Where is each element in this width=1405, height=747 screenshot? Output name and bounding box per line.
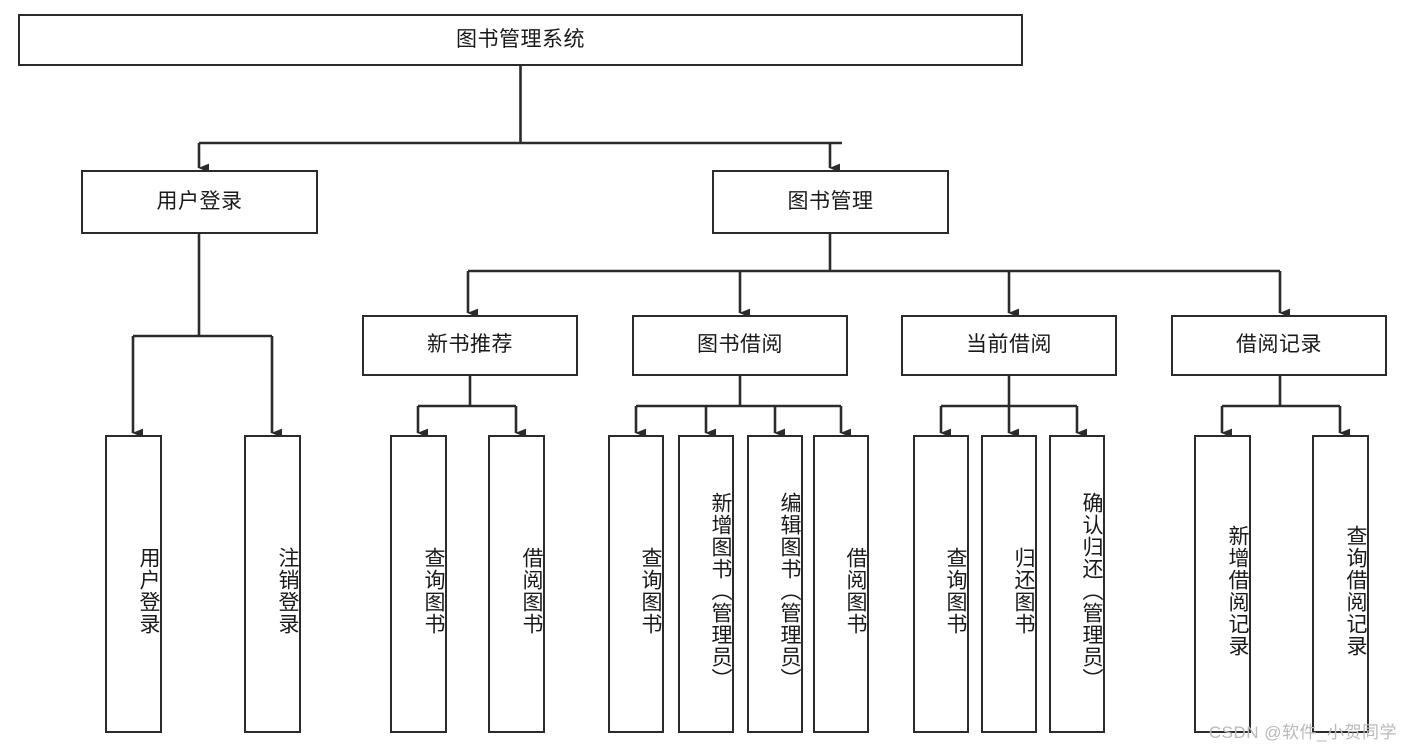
node-book-borrow-label: 图书借阅 (697, 333, 783, 357)
node-leaf-logout-login[interactable]: 注销登录 (244, 435, 301, 733)
node-leaf-borrow-book[interactable]: 借阅图书 (813, 435, 869, 733)
node-leaf-confirm-return-label: 确认归还（管理员） (1080, 492, 1103, 690)
node-leaf-logout-login-label: 注销登录 (276, 547, 299, 635)
node-leaf-query-record[interactable]: 查询借阅记录 (1312, 435, 1369, 733)
node-book-manage-label: 图书管理 (787, 189, 874, 213)
node-book-borrow[interactable]: 图书借阅 (632, 315, 848, 376)
node-leaf-query-book-current-label: 查询图书 (944, 547, 967, 635)
node-leaf-return-book[interactable]: 归还图书 (981, 435, 1037, 733)
node-leaf-borrow-book-rec-label: 借阅图书 (520, 547, 543, 635)
node-leaf-add-record-label: 新增借阅记录 (1226, 525, 1249, 657)
node-leaf-query-book-current[interactable]: 查询图书 (913, 435, 969, 733)
node-borrow-record[interactable]: 借阅记录 (1171, 315, 1387, 376)
node-leaf-edit-book[interactable]: 编辑图书（管理员） (747, 435, 803, 733)
node-leaf-query-record-label: 查询借阅记录 (1344, 525, 1367, 657)
node-leaf-query-book-rec[interactable]: 查询图书 (390, 435, 447, 733)
node-current-borrow[interactable]: 当前借阅 (901, 315, 1117, 376)
node-user-login-label: 用户登录 (156, 189, 243, 213)
node-borrow-record-label: 借阅记录 (1236, 333, 1322, 357)
node-leaf-user-login-label: 用户登录 (137, 547, 160, 635)
node-leaf-return-book-label: 归还图书 (1012, 547, 1035, 635)
node-leaf-borrow-book-label: 借阅图书 (844, 547, 867, 635)
node-leaf-borrow-book-rec[interactable]: 借阅图书 (488, 435, 545, 733)
node-leaf-query-book-borrow-label: 查询图书 (639, 547, 662, 635)
node-leaf-query-book-borrow[interactable]: 查询图书 (608, 435, 664, 733)
node-leaf-query-book-rec-label: 查询图书 (422, 547, 445, 635)
node-leaf-add-record[interactable]: 新增借阅记录 (1194, 435, 1251, 733)
node-leaf-add-book-label: 新增图书（管理员） (709, 492, 732, 690)
node-new-book-recommend-label: 新书推荐 (427, 333, 513, 357)
node-book-manage[interactable]: 图书管理 (712, 170, 949, 234)
node-leaf-edit-book-label: 编辑图书（管理员） (778, 492, 801, 690)
node-leaf-user-login[interactable]: 用户登录 (105, 435, 162, 733)
node-leaf-confirm-return[interactable]: 确认归还（管理员） (1049, 435, 1105, 733)
node-user-login[interactable]: 用户登录 (81, 170, 318, 234)
node-leaf-add-book[interactable]: 新增图书（管理员） (678, 435, 734, 733)
node-root-label: 图书管理系统 (456, 27, 585, 51)
node-current-borrow-label: 当前借阅 (966, 333, 1052, 357)
node-new-book-recommend[interactable]: 新书推荐 (362, 315, 578, 376)
node-root[interactable]: 图书管理系统 (18, 14, 1023, 66)
